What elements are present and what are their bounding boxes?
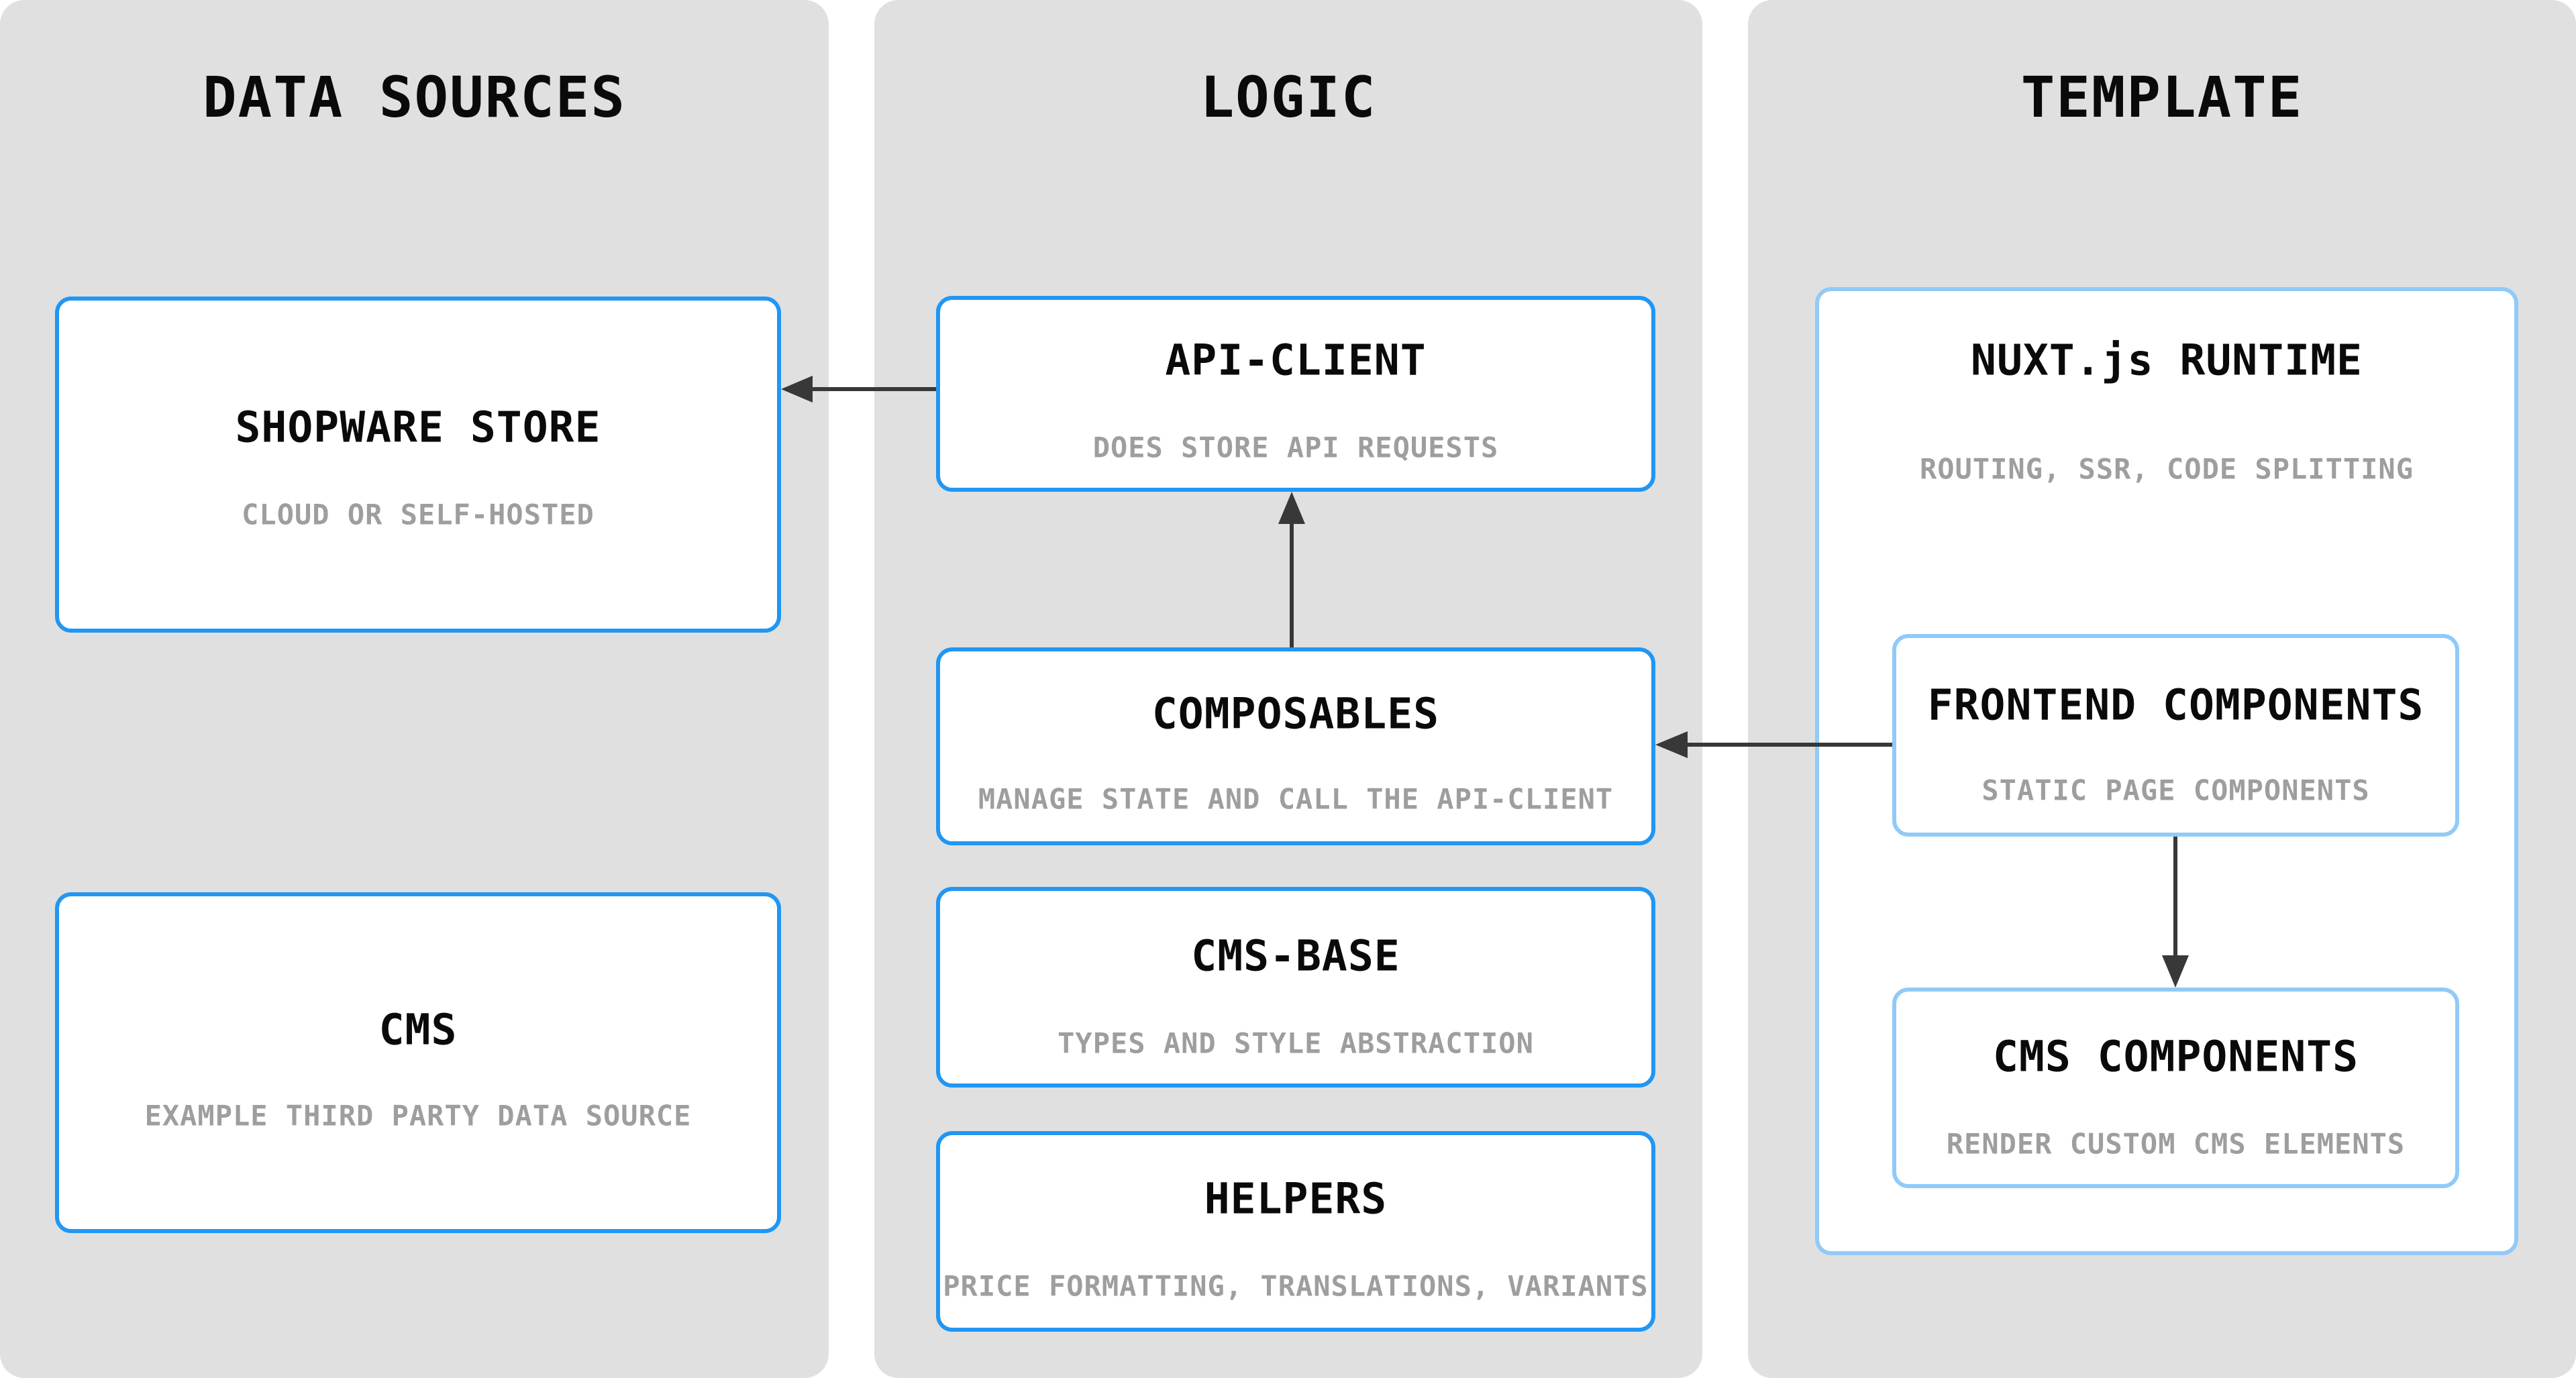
node-title: API-CLIENT xyxy=(1165,335,1427,385)
node-api-client: API-CLIENT DOES STORE API REQUESTS xyxy=(936,296,1655,492)
node-shopware-store: SHOPWARE STORE CLOUD OR SELF-HOSTED xyxy=(55,297,781,633)
node-subtitle: MANAGE STATE AND CALL THE API-CLIENT xyxy=(978,782,1614,816)
node-title: CMS xyxy=(378,1005,458,1055)
node-subtitle: RENDER CUSTOM CMS ELEMENTS xyxy=(1946,1127,2406,1161)
node-cms: CMS EXAMPLE THIRD PARTY DATA SOURCE xyxy=(55,892,781,1233)
node-subtitle: CLOUD OR SELF-HOSTED xyxy=(242,498,595,531)
node-title: SHOPWARE STORE xyxy=(235,403,601,452)
column-title-logic: LOGIC xyxy=(1200,64,1377,131)
node-title: FRONTEND COMPONENTS xyxy=(1927,680,2424,730)
node-title: COMPOSABLES xyxy=(1151,689,1440,739)
node-cms-base: CMS-BASE TYPES AND STYLE ABSTRACTION xyxy=(936,887,1655,1088)
node-subtitle: TYPES AND STYLE ABSTRACTION xyxy=(1058,1026,1534,1060)
node-composables: COMPOSABLES MANAGE STATE AND CALL THE AP… xyxy=(936,647,1655,845)
node-title: CMS COMPONENTS xyxy=(1992,1032,2359,1081)
node-subtitle: ROUTING, SSR, CODE SPLITTING xyxy=(1919,452,2414,486)
node-title: CMS-BASE xyxy=(1191,931,1400,981)
node-title: HELPERS xyxy=(1204,1174,1388,1224)
node-frontend-components: FRONTEND COMPONENTS STATIC PAGE COMPONEN… xyxy=(1892,634,2459,837)
node-subtitle: STATIC PAGE COMPONENTS xyxy=(1981,774,2370,807)
node-helpers: HELPERS PRICE FORMATTING, TRANSLATIONS, … xyxy=(936,1131,1655,1332)
node-cms-components: CMS COMPONENTS RENDER CUSTOM CMS ELEMENT… xyxy=(1892,988,2459,1188)
node-subtitle: PRICE FORMATTING, TRANSLATIONS, VARIANTS xyxy=(943,1269,1649,1303)
node-title: NUXT.js RUNTIME xyxy=(1971,335,2363,385)
node-subtitle: DOES STORE API REQUESTS xyxy=(1092,431,1499,464)
node-subtitle: EXAMPLE THIRD PARTY DATA SOURCE xyxy=(144,1099,692,1132)
column-title-data-sources: DATA SOURCES xyxy=(203,64,626,131)
column-title-template: TEMPLATE xyxy=(2020,64,2304,131)
